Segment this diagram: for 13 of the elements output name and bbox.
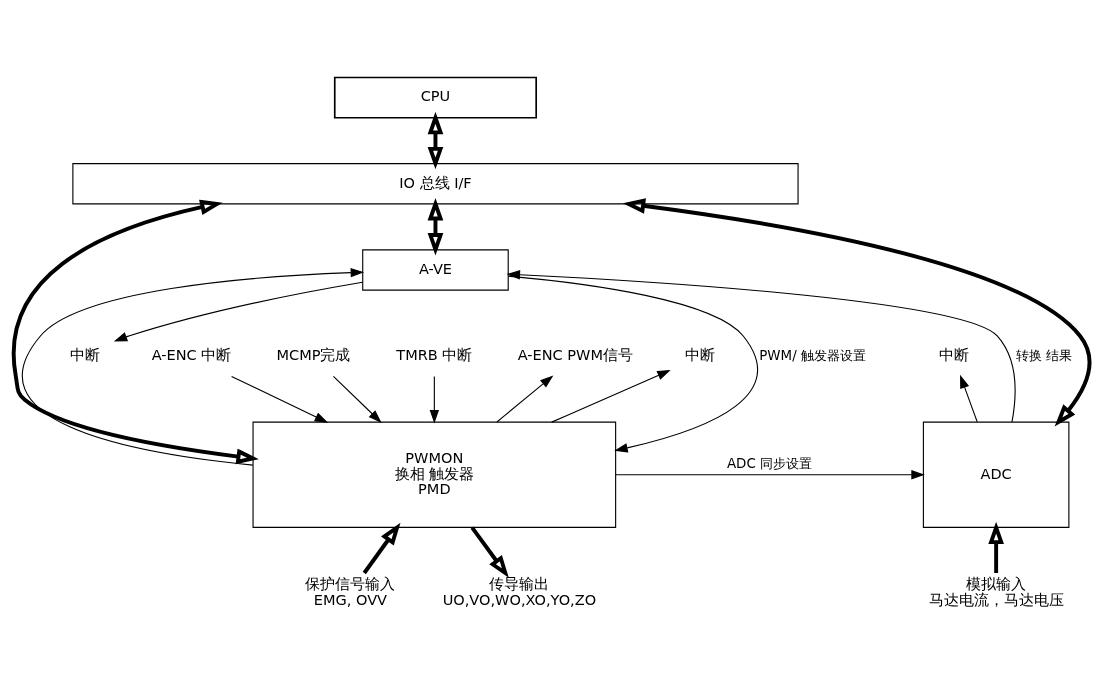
edge-label: 转换 结果 bbox=[1016, 347, 1073, 363]
node-text: TMRB 中断 bbox=[396, 346, 473, 363]
node-text: MCMP完成 bbox=[276, 346, 351, 363]
node-text: 中断 bbox=[684, 346, 715, 363]
node-text: 传导输出 UO,VO,WO,XO,YO,ZO bbox=[442, 576, 597, 609]
node-text: A-ENC 中断 bbox=[151, 346, 232, 363]
node-text: 保护信号输入 EMG, OVV bbox=[305, 576, 396, 609]
node-text: 中断 bbox=[70, 346, 101, 363]
edge-label: ADC 同步设置 bbox=[726, 455, 813, 471]
node-text: 中断 bbox=[938, 346, 969, 363]
edge-label: PWM/ 触发器设置 bbox=[759, 347, 866, 363]
node-text: 模拟输入 马达电流，马达电压 bbox=[928, 576, 1064, 609]
node-text: A-ENC PWM信号 bbox=[517, 346, 634, 363]
